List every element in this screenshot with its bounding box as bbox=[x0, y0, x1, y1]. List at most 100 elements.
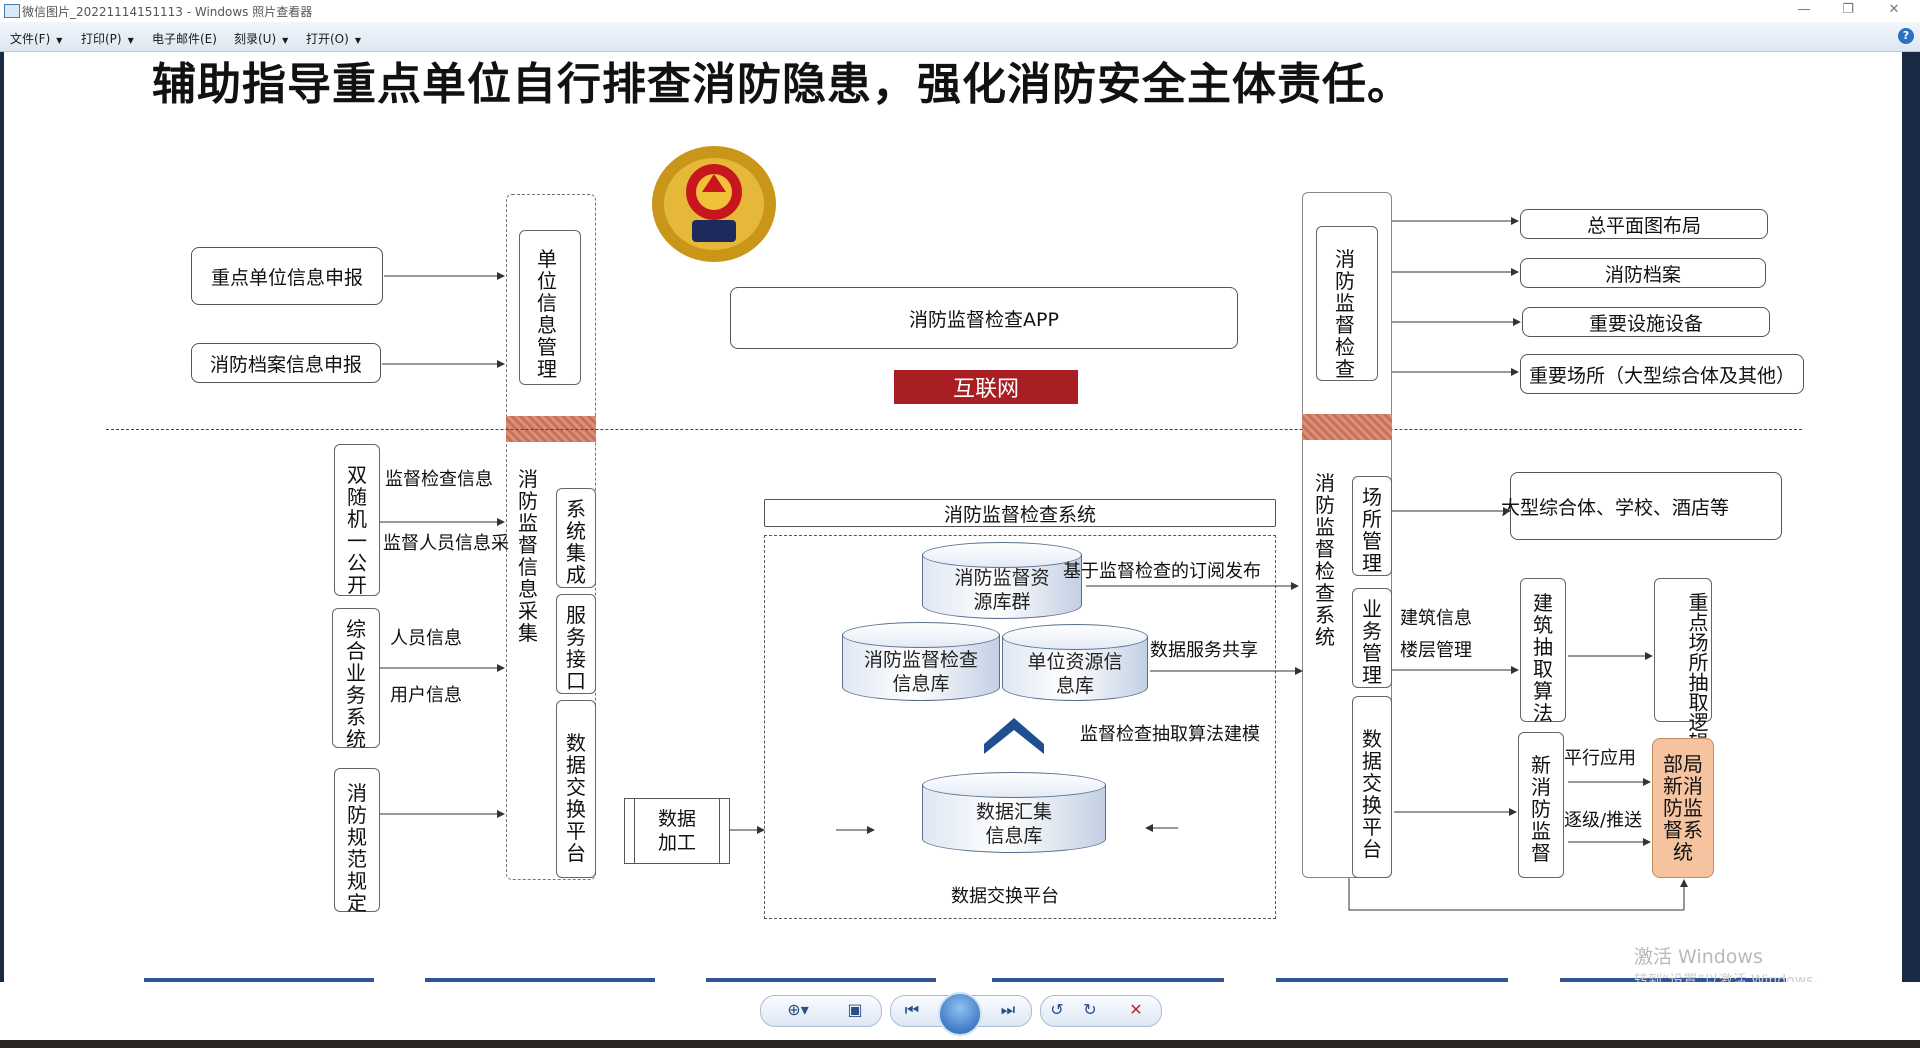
next-icon[interactable]: ⏭ bbox=[1000, 1000, 1016, 1019]
system-panel bbox=[764, 535, 1276, 919]
exchange-right-box bbox=[1352, 696, 1392, 878]
menu-print-label: 打印(P) bbox=[81, 32, 122, 46]
footer-line bbox=[1276, 978, 1508, 982]
source-business-text: 综合业务系统 bbox=[346, 617, 366, 751]
source-double-random-label: 双随机一公开 bbox=[346, 464, 368, 596]
chevron-down-icon: ▼ bbox=[56, 36, 63, 45]
rotate-right-icon[interactable]: ↻ bbox=[1083, 1000, 1097, 1019]
label-user-info: 用户信息 bbox=[390, 685, 462, 706]
collect-label: 消防监督信息采集 bbox=[517, 468, 539, 644]
menu-print[interactable]: 打印(P) ▼ bbox=[81, 30, 134, 47]
app-box: 消防监督检查APP bbox=[730, 287, 1238, 349]
right-hatch-band bbox=[1302, 414, 1392, 440]
right-check-box bbox=[1316, 226, 1378, 381]
taskbar bbox=[0, 1040, 1920, 1048]
close-window-button[interactable]: ✕ bbox=[1888, 2, 1900, 17]
data-processing-inner bbox=[634, 798, 720, 864]
output-layout-box: 总平面图布局 bbox=[1520, 209, 1768, 239]
activation-watermark: 激活 Windows bbox=[1634, 946, 1763, 968]
menu-open[interactable]: 打开(O)▼ bbox=[306, 30, 361, 47]
venue-mgmt-text: 场所管理 bbox=[1362, 485, 1382, 575]
db-collect-label: 数据汇集信息库 bbox=[975, 801, 1052, 847]
algo-label: 建筑抽取算法 bbox=[1532, 592, 1554, 724]
system-title-box: 消防监督检查系统 bbox=[764, 499, 1276, 527]
menu-file[interactable]: 文件(F) ▼ bbox=[10, 30, 62, 47]
minimize-button[interactable]: — bbox=[1797, 2, 1811, 17]
algo-box bbox=[1520, 578, 1566, 722]
footer-line bbox=[425, 978, 655, 982]
fire-emblem-icon bbox=[652, 146, 776, 262]
chevron-up-icon bbox=[984, 718, 1044, 754]
ministry-system-text: 部局新消防监督系统 bbox=[1663, 752, 1703, 864]
venue-types-text: 大型综合体、学校、酒店等 bbox=[1501, 496, 1730, 519]
exchange-right-label: 数据交换平台 bbox=[1361, 728, 1383, 860]
source-double-random-box bbox=[334, 444, 380, 596]
note-publish: 基于监督检查的订阅发布 bbox=[1063, 561, 1261, 582]
footer-line bbox=[992, 978, 1224, 982]
exchange-platform-label: 数据交换平台 bbox=[951, 886, 1059, 907]
exchange-left-text: 数据交换平台 bbox=[566, 731, 586, 865]
viewer-toolbar: ⊕▾ ▣ ⏮ ⏭ ↺ ↻ ✕ bbox=[0, 982, 1920, 1040]
menu-burn[interactable]: 刻录(U)▼ bbox=[234, 30, 288, 47]
right-check-text: 消防监督检查 bbox=[1335, 247, 1355, 381]
chevron-down-icon: ▼ bbox=[127, 36, 134, 45]
footer-line bbox=[1560, 978, 1786, 982]
fit-icon[interactable]: ▣ bbox=[847, 1000, 863, 1019]
venue-types-box: 大型综合体、学校、酒店等 bbox=[1501, 472, 1782, 540]
venue-mgmt-box bbox=[1352, 476, 1392, 576]
menu-file-label: 文件(F) bbox=[10, 32, 51, 46]
label-personnel-info: 人员信息 bbox=[390, 628, 462, 649]
previous-icon[interactable]: ⏮ bbox=[904, 1000, 920, 1019]
delete-icon[interactable]: ✕ bbox=[1129, 1000, 1143, 1019]
service-interface-box bbox=[556, 594, 596, 694]
right-check-label: 消防监督检查 bbox=[1334, 248, 1356, 380]
biz-mgmt-text: 业务管理 bbox=[1362, 597, 1382, 687]
output-facility-box: 重要设施设备 bbox=[1522, 307, 1770, 337]
note-share: 数据服务共享 bbox=[1150, 640, 1258, 661]
source-regulation-text: 消防规范规定 bbox=[347, 781, 367, 915]
rotate-left-icon[interactable]: ↺ bbox=[1050, 1000, 1064, 1019]
db-cluster-label: 消防监督资源库群 bbox=[954, 567, 1050, 613]
venue-mgmt-label: 场所管理 bbox=[1361, 486, 1383, 574]
db-check-label: 消防监督检查信息库 bbox=[863, 649, 978, 695]
slide-heading: 辅助指导重点单位自行排查消防隐患，强化消防安全主体责任。 bbox=[152, 59, 1412, 110]
footer-line bbox=[144, 978, 374, 982]
unit-info-mgmt-label: 单位信息管理 bbox=[536, 248, 558, 380]
zoom-icon[interactable]: ⊕▾ bbox=[787, 1000, 809, 1019]
title-bar: 微信图片_20221114151113 - Windows 照片查看器 — ❐ … bbox=[0, 0, 1920, 22]
label-parallel: 平行应用 bbox=[1564, 748, 1636, 769]
algo-text: 建筑抽取算法 bbox=[1533, 591, 1553, 725]
biz-mgmt-label: 业务管理 bbox=[1361, 598, 1383, 686]
maximize-button[interactable]: ❐ bbox=[1842, 2, 1854, 17]
label-push: 逐级/推送 bbox=[1564, 810, 1643, 831]
photo-viewer-icon bbox=[4, 4, 20, 18]
note-model: 监督检查抽取算法建模 bbox=[1080, 724, 1260, 745]
source-business-box bbox=[332, 608, 380, 748]
key-unit-report-box: 重点单位信息申报 bbox=[191, 247, 383, 305]
system-integration-text: 系统集成 bbox=[566, 497, 586, 587]
new-supervise-box bbox=[1518, 732, 1564, 878]
exchange-left-label: 数据交换平台 bbox=[565, 732, 587, 864]
internet-divider bbox=[106, 429, 1802, 430]
data-processing-box: 数据加工 bbox=[624, 798, 730, 864]
exchange-left-box bbox=[556, 700, 596, 878]
menu-open-label: 打开(O) bbox=[306, 32, 349, 46]
exchange-right-text: 数据交换平台 bbox=[1362, 727, 1382, 861]
service-interface-label: 服务接口 bbox=[565, 604, 587, 692]
right-system-label: 消防监督检查系统 bbox=[1314, 472, 1336, 648]
window-title: 微信图片_20221114151113 - Windows 照片查看器 bbox=[22, 5, 313, 19]
menu-bar: 文件(F)▼ 打印(P)▼ 电子邮件(E) 刻录(U)▼ 打开(O)▼ ? bbox=[0, 22, 1920, 52]
image-viewer: 辅助指导重点单位自行排查消防隐患，强化消防安全主体责任。 重点单位信息申报 消防… bbox=[0, 52, 1920, 982]
db-unit-cylinder: 单位资源信息库 bbox=[1002, 624, 1148, 702]
source-business-label: 综合业务系统 bbox=[345, 618, 367, 750]
help-icon[interactable]: ? bbox=[1898, 28, 1914, 44]
unit-info-mgmt-box bbox=[519, 230, 581, 385]
slideshow-icon[interactable] bbox=[938, 992, 982, 1036]
output-archive-box: 消防档案 bbox=[1520, 258, 1766, 288]
new-supervise-text: 新消防监督 bbox=[1531, 753, 1551, 865]
collect-text: 消防监督信息采集 bbox=[518, 467, 538, 645]
menu-email[interactable]: 电子邮件(E) bbox=[152, 30, 217, 47]
unit-info-mgmt-text: 单位信息管理 bbox=[537, 247, 557, 381]
displayed-image: 辅助指导重点单位自行排查消防隐患，强化消防安全主体责任。 重点单位信息申报 消防… bbox=[4, 52, 1902, 982]
chevron-down-icon: ▼ bbox=[282, 36, 289, 45]
